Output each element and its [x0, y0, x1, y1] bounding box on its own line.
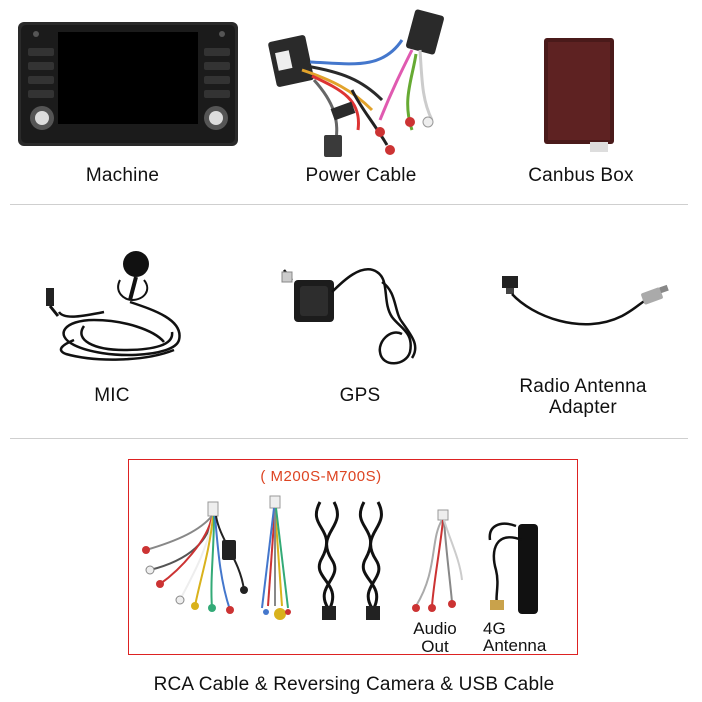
audio-out-label-line1: Audio	[413, 619, 457, 638]
rca-cable-icon	[142, 501, 248, 614]
divider-2	[10, 438, 688, 439]
machine-label: Machine	[85, 165, 160, 186]
divider-1	[10, 204, 688, 205]
microphone-icon	[46, 251, 181, 361]
footer-caption: RCA Cable & Reversing Camera & USB Cable	[153, 674, 555, 695]
reversing-camera-cable-icon	[261, 495, 291, 620]
power-cable-label: Power Cable	[305, 165, 417, 186]
4g-antenna-icon	[488, 522, 538, 614]
audio-out-cable-icon	[412, 509, 463, 612]
radio-label-line2: Adapter	[549, 397, 617, 418]
gps-antenna-icon	[281, 268, 417, 365]
accessories-box	[128, 459, 578, 655]
usb-cable-2-icon	[358, 501, 383, 620]
audio-out-label-line2: Out	[421, 637, 449, 656]
4g-antenna-label-line2: Antenna	[483, 636, 547, 655]
4g-antenna-label-line1: 4G	[483, 619, 506, 638]
model-note: ( M200S-M700S)	[260, 468, 382, 485]
power-harness-icon	[268, 9, 444, 157]
canbus-box-icon	[544, 38, 614, 152]
usb-cable-1-icon	[314, 501, 339, 620]
mic-label: MIC	[94, 385, 130, 406]
radio-label-line1: Radio Antenna	[519, 376, 647, 397]
gps-label: GPS	[339, 385, 381, 406]
canbus-box-label: Canbus Box	[528, 165, 634, 186]
radio-adapter-icon	[502, 276, 669, 326]
car-stereo-machine-icon	[18, 22, 238, 146]
